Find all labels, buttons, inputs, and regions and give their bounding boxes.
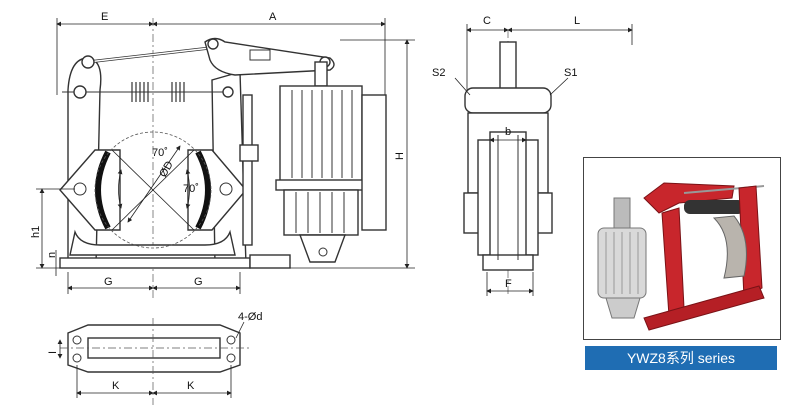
dim-i-label: I [47,351,59,354]
dim-a-label: A [269,11,277,23]
side-view: C L S2 S1 b F [432,15,633,296]
spring [131,82,185,102]
base-plan-view: 4-Ød I K K [47,311,262,405]
brake-wheel [94,131,212,249]
right-brake-pad [195,150,211,230]
left-brake-pad [95,150,111,230]
dim-h-label: H [394,152,406,160]
dim-k-right-label: K [187,380,195,392]
front-view: E A 70˚ 70˚ ØD [30,11,415,300]
label-s2: S2 [432,67,445,79]
dim-l-label: L [574,15,580,27]
brake-illustration [597,182,765,331]
dim-g-right-label: G [194,276,203,288]
dim-f-label: F [505,278,512,290]
dim-h1-label: h1 [30,226,42,238]
angle-right-label: 70˚ [183,183,199,195]
dim-b-label: b [505,126,511,138]
product-photo [583,157,781,340]
dim-g-left-label: G [104,276,113,288]
diameter-d-label: ØD [157,159,176,179]
dim-e-label: E [101,11,108,23]
thruster-motor [275,61,387,263]
angle-top-label: 70˚ [152,147,168,159]
product-caption: YWZ8系列 series [585,346,777,370]
dim-c-label: C [483,15,491,27]
dim-n-label: n [46,252,58,258]
hole-label: 4-Ød [238,311,262,323]
label-s1: S1 [564,67,577,79]
dim-k-left-label: K [112,380,120,392]
